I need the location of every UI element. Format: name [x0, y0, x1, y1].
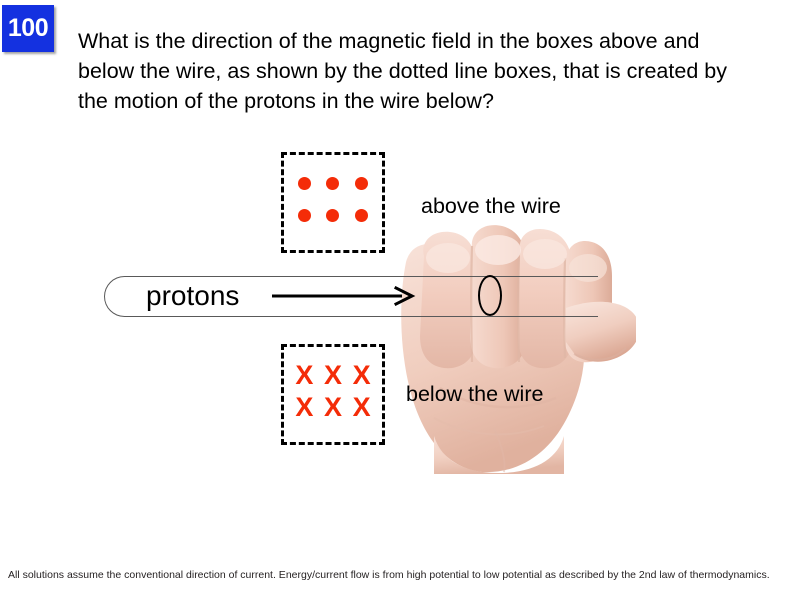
field-dot-icon	[355, 176, 369, 190]
protons-direction-arrow-icon	[272, 285, 416, 307]
wire-diagram	[104, 276, 598, 317]
field-dot-icon	[326, 209, 340, 223]
field-cross-icon: X	[295, 392, 314, 423]
label-below-the-wire: below the wire	[406, 382, 544, 406]
right-hand-rule-hand-image	[398, 222, 640, 474]
label-above-the-wire: above the wire	[421, 194, 561, 218]
protons-label: protons	[146, 280, 240, 311]
field-cross-icon: X	[295, 359, 314, 390]
field-box-below-wire: X X X X X X	[281, 344, 385, 445]
field-dot-icon	[297, 176, 311, 190]
points-badge: 100	[2, 5, 54, 52]
field-cross-icon: X	[352, 359, 371, 390]
field-dot-icon	[297, 209, 311, 223]
field-cross-icon: X	[352, 392, 371, 423]
field-dot-icon	[326, 176, 340, 190]
field-box-above-wire	[281, 152, 385, 253]
question-text: What is the direction of the magnetic fi…	[78, 29, 727, 113]
field-symbol-grid-above	[284, 155, 382, 250]
wire-body-outline	[104, 276, 598, 317]
field-symbol-grid-below: X X X X X X	[284, 347, 382, 442]
field-dot-icon	[355, 209, 369, 223]
field-cross-icon: X	[323, 359, 342, 390]
wire-end-cap-ellipse	[478, 275, 502, 316]
footer-note: All solutions assume the conventional di…	[8, 569, 770, 581]
points-badge-value: 100	[7, 14, 49, 42]
field-cross-icon: X	[323, 392, 342, 423]
